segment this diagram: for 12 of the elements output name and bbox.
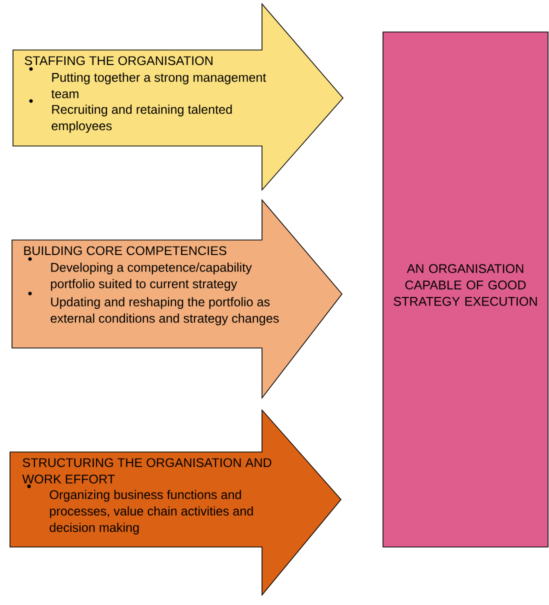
heading: STRUCTURING THE ORGANISATION AND WORK EFFORT xyxy=(22,458,272,484)
heading: STAFFING THE ORGANISATION xyxy=(24,56,212,66)
arrow-shape xyxy=(12,198,343,400)
arrow-shape xyxy=(10,408,342,596)
bullet-item: Updating and reshaping the portfolio as external conditions and strategy changes xyxy=(28,292,279,326)
bullet-item: Putting together a strong management team xyxy=(29,67,266,98)
heading: BUILDING CORE COMPETENCIES xyxy=(24,246,226,256)
result-box: AN ORGANISATION CAPABLE OF GOOD STRATEGY EXECUTION xyxy=(382,32,548,548)
bullet-item: Organizing business functions and processes, value chain activities and decision making xyxy=(27,484,253,534)
arrow-shape xyxy=(12,2,344,192)
bullet-item: Recruiting and retaining talented employees xyxy=(29,99,232,133)
bullet-item: Developing a competence/capability portfolio suited to current strategy xyxy=(28,257,252,291)
